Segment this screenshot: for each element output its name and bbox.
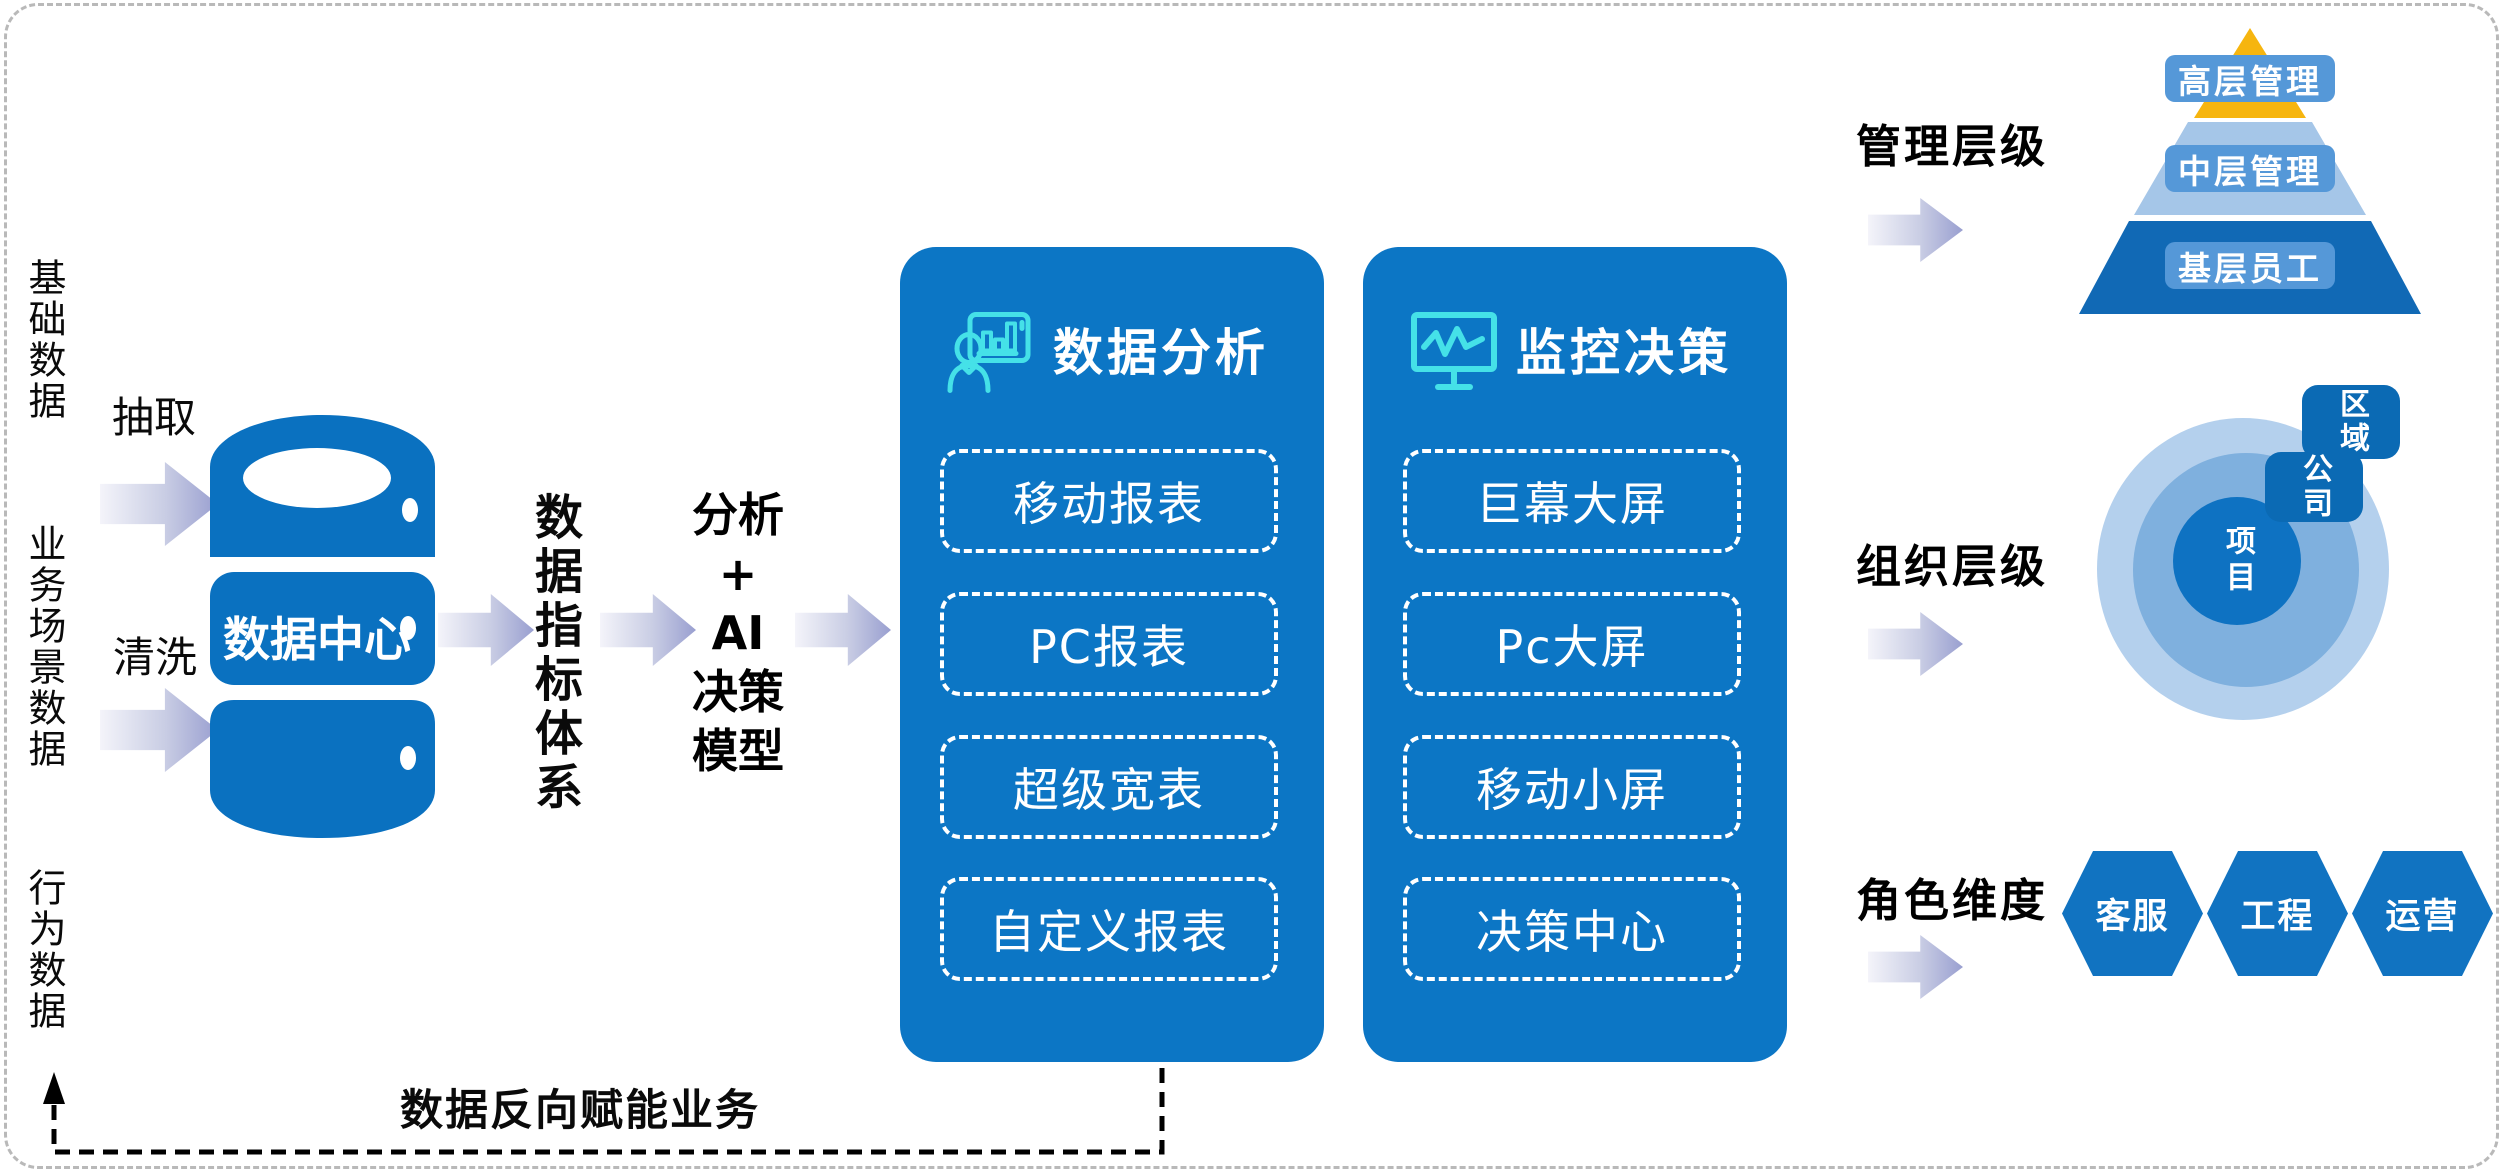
monitor-item-decision-center: 决策中心 xyxy=(1403,877,1741,981)
model-line-plus: + xyxy=(718,547,758,601)
monitor-pulse-icon xyxy=(1411,312,1497,390)
monitor-item-giant-screen: 巨幕大屏 xyxy=(1403,449,1741,553)
organization-section-title: 组织层级 xyxy=(1856,540,2049,593)
analysis-item-mobile-report: 移动报表 xyxy=(940,449,1278,553)
data-analysis-panel: 数据分析 移动报表 PC报表 超级宽表 自定义报表 xyxy=(900,247,1324,1062)
feedback-loop-arrow xyxy=(43,1068,1165,1155)
org-inner-label: 项目 xyxy=(2220,525,2255,597)
role-hexagon-service: 客服 xyxy=(2062,851,2203,976)
monitor-decision-panel-title: 监控决策 xyxy=(1516,324,1732,382)
feedback-label: 数据反向赋能业务 xyxy=(400,1086,760,1136)
model-line-decision: 决策 xyxy=(692,665,784,719)
extract-label: 抽取 xyxy=(112,393,197,442)
model-line-ai: AI xyxy=(711,606,765,660)
org-tag-region-label: 区域 xyxy=(2334,388,2369,456)
model-line-analysis: 分析 xyxy=(692,488,784,542)
source-label-behavior-data: 行为数据 xyxy=(22,868,66,1032)
org-tag-region: 区域 xyxy=(2302,385,2400,459)
monitor-item-pc-screen: Pc大屏 xyxy=(1403,592,1741,696)
org-tag-company: 公司 xyxy=(2265,452,2363,522)
clean-label: 清洗 xyxy=(113,633,198,682)
model-line-model: 模型 xyxy=(692,724,784,778)
org-tag-company-label: 公司 xyxy=(2297,453,2332,521)
source-label-business-data: 业务场景数据 xyxy=(22,524,66,770)
presenter-chart-icon xyxy=(947,312,1031,393)
monitor-decision-panel: 监控决策 巨幕大屏 Pc大屏 移动小屏 决策中心 xyxy=(1363,247,1787,1062)
analysis-item-pc-report: PC报表 xyxy=(940,592,1278,696)
database-cylinder-icon xyxy=(210,415,435,838)
analysis-ai-model-block: 分析 + AI 决策 模型 xyxy=(658,486,818,781)
org-circle-inner: 项目 xyxy=(2173,497,2301,625)
pyramid-level-middle: 中层管理 xyxy=(2165,145,2335,192)
pyramid-level-bottom: 基层员工 xyxy=(2165,242,2335,289)
management-section-title: 管理层级 xyxy=(1856,120,2049,173)
metric-system-label: 数据指标体系 xyxy=(526,492,582,816)
pyramid-level-top: 高层管理 xyxy=(2165,55,2335,102)
roles-section-title: 角色维度 xyxy=(1856,874,2049,927)
analysis-item-wide-table: 超级宽表 xyxy=(940,735,1278,839)
source-label-basic-data: 基础数据 xyxy=(22,258,66,422)
role-hexagon-engineering: 工程 xyxy=(2207,851,2348,976)
analysis-item-custom-report: 自定义报表 xyxy=(940,877,1278,981)
data-center-label: 数据中心 xyxy=(223,613,411,668)
monitor-item-mobile-screen: 移动小屏 xyxy=(1403,735,1741,839)
data-analysis-panel-title: 数据分析 xyxy=(1053,324,1269,382)
role-hexagon-operations: 运营 xyxy=(2352,851,2493,976)
outer-dashed-border xyxy=(4,3,2499,1169)
